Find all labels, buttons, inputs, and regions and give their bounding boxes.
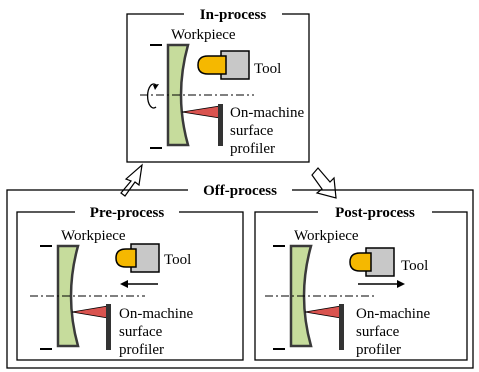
profiler-label-line-1: On-machine bbox=[230, 105, 304, 121]
surface-profiler-icon bbox=[304, 304, 344, 350]
off-process-title: Off-process bbox=[203, 183, 277, 199]
post-process-panel: Post-process Workpiece Tool On-machine s… bbox=[254, 204, 468, 361]
tool-label: Tool bbox=[254, 61, 281, 77]
profiler-label-line-3: profiler bbox=[230, 141, 275, 157]
tool-icon bbox=[115, 243, 160, 273]
arrow-to-post-process bbox=[311, 167, 337, 199]
tool-label: Tool bbox=[164, 252, 191, 268]
rotation-arrow-icon bbox=[146, 83, 159, 109]
arrow-to-in-process bbox=[120, 163, 143, 197]
workpiece-label: Workpiece bbox=[171, 27, 236, 43]
off-process-panel: Off-process Pre-process Workpiece Tool O… bbox=[6, 181, 474, 369]
profiler-label-line-3: profiler bbox=[119, 342, 164, 358]
pre-process-title: Pre-process bbox=[90, 205, 165, 221]
tool-icon bbox=[197, 50, 250, 80]
profiler-label-line-1: On-machine bbox=[356, 306, 430, 322]
surface-profiler-icon bbox=[181, 104, 223, 146]
pre-process-panel: Pre-process Workpiece Tool On-machine su… bbox=[16, 204, 244, 361]
workpiece-label: Workpiece bbox=[294, 228, 359, 244]
in-process-panel: In-process Workpiece Tool On-machine sur… bbox=[126, 6, 310, 163]
profiler-label-line-3: profiler bbox=[356, 342, 401, 358]
profiler-label-line-2: surface bbox=[119, 324, 163, 340]
profiler-label-line-2: surface bbox=[356, 324, 400, 340]
profiler-label-line-1: On-machine bbox=[119, 306, 193, 322]
tool-label: Tool bbox=[401, 258, 428, 274]
in-process-title: In-process bbox=[200, 7, 267, 23]
post-process-title: Post-process bbox=[335, 205, 415, 221]
profiler-label-line-2: surface bbox=[230, 123, 274, 139]
workpiece-label: Workpiece bbox=[61, 228, 126, 244]
surface-profiler-icon bbox=[71, 304, 111, 350]
tool-icon bbox=[349, 247, 395, 277]
